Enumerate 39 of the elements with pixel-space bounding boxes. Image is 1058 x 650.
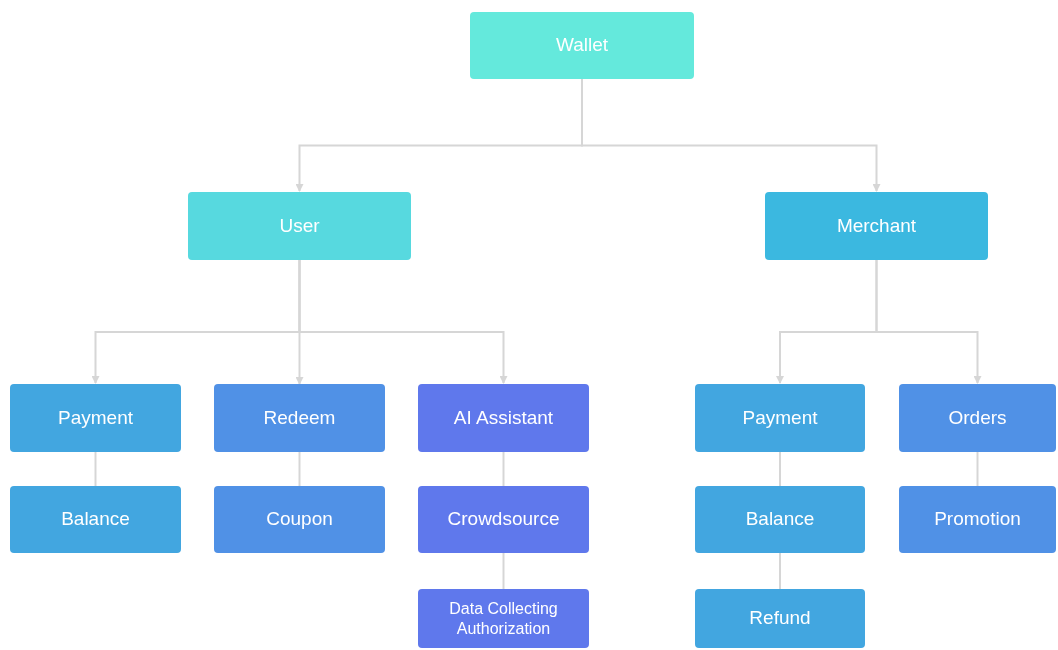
connector-line xyxy=(779,451,781,487)
connector-line xyxy=(779,552,781,590)
box-label: Balance xyxy=(745,508,815,531)
box-label: Refund xyxy=(749,607,811,630)
process-box xyxy=(214,486,385,553)
box-label: AI Assistant xyxy=(453,406,554,430)
box-label: Wallet xyxy=(555,34,609,57)
process-box xyxy=(418,486,589,553)
box-label: Coupon xyxy=(266,508,333,531)
box-label: Orders xyxy=(948,406,1007,430)
process-box xyxy=(899,486,1056,553)
arrow xyxy=(298,259,508,384)
process-box xyxy=(418,589,589,648)
process-box xyxy=(470,12,694,79)
process-box xyxy=(188,192,411,260)
arrow xyxy=(875,259,982,384)
box-label: Data Collecting Authorization xyxy=(448,599,559,638)
connector-line xyxy=(502,451,505,487)
box-label: User xyxy=(279,214,320,238)
connector-line xyxy=(976,451,979,487)
process-box xyxy=(695,589,865,648)
box-label: Promotion xyxy=(934,508,1021,531)
process-box xyxy=(765,192,988,260)
connector-line xyxy=(298,451,301,487)
box-label: Redeem xyxy=(263,406,336,430)
box-label: Balance xyxy=(61,508,130,531)
process-box xyxy=(695,384,865,452)
box-label: Merchant xyxy=(836,214,917,238)
connector-line xyxy=(94,451,97,487)
box-label: Crowdsource xyxy=(447,508,560,531)
process-box xyxy=(10,486,181,553)
box-label: Payment xyxy=(58,406,133,430)
connector-line xyxy=(502,552,505,590)
box-label: Payment xyxy=(742,406,818,430)
process-box xyxy=(10,384,181,452)
process-box xyxy=(899,384,1056,452)
process-box xyxy=(214,384,385,452)
process-box xyxy=(418,384,589,452)
process-box xyxy=(695,486,865,553)
